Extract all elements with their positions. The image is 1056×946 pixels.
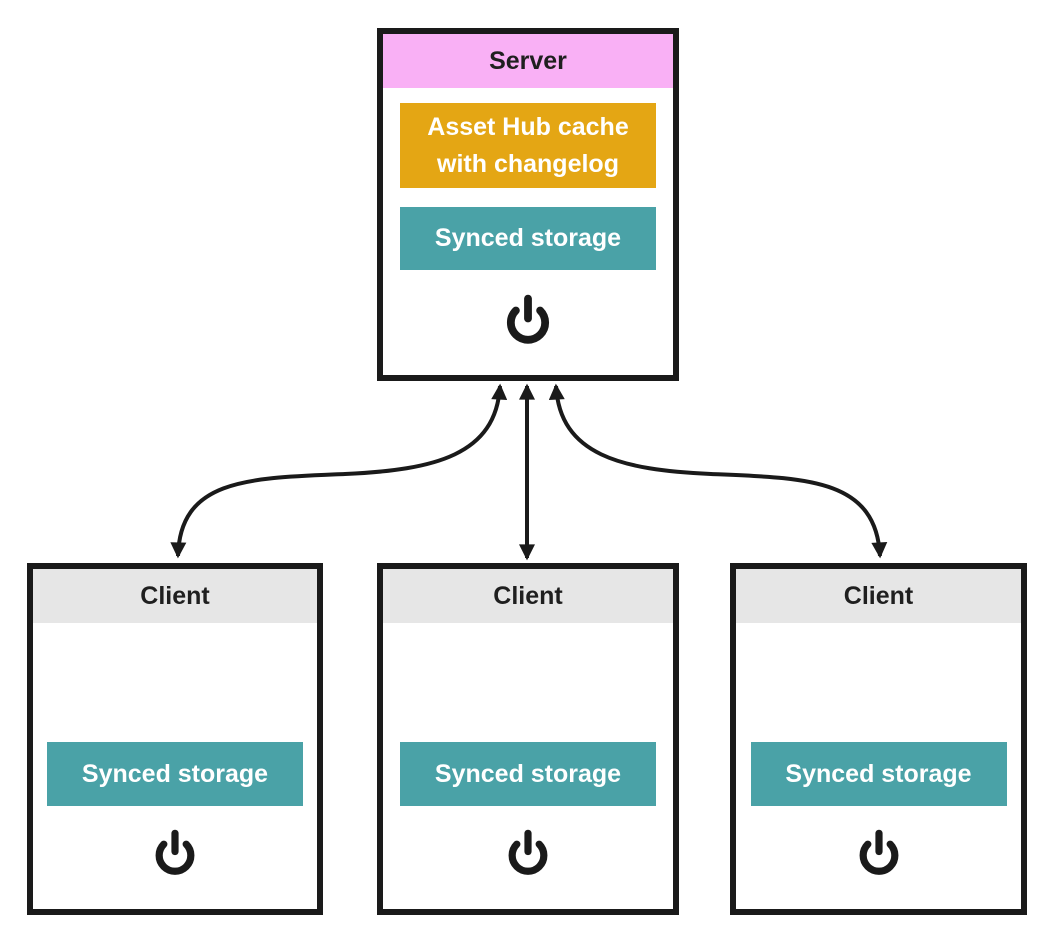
client-synced-storage-label: Synced storage (81, 759, 269, 788)
server-synced-storage-module: Synced storage (400, 207, 656, 270)
server-title: Server (489, 46, 567, 75)
client-synced-storage-label: Synced storage (785, 759, 972, 788)
server-power-icon (502, 294, 554, 346)
client-power-icon (151, 829, 199, 877)
client-power-icon (855, 829, 903, 877)
client-synced-storage-module: Synced storage (400, 742, 656, 806)
sync-arrow-right (548, 383, 888, 559)
client-box-1: Client Synced storage (27, 563, 323, 915)
client-title: Client (493, 581, 563, 610)
asset-hub-cache-module: Asset Hub cache with changelog (400, 103, 656, 188)
client-box-2: Client Synced storage (377, 563, 679, 915)
client-header: Client (383, 569, 673, 623)
client-synced-storage-module: Synced storage (750, 742, 1007, 806)
server-header: Server (383, 34, 673, 88)
client-synced-storage-label: Synced storage (434, 759, 622, 788)
sync-arrow-left (170, 383, 508, 559)
client-power-icon (504, 829, 552, 877)
client-synced-storage-module: Synced storage (47, 742, 303, 806)
client-title: Client (140, 581, 210, 610)
client-title: Client (843, 581, 914, 610)
client-box-3: Client Synced storage (730, 563, 1027, 915)
asset-hub-cache-label: Asset Hub cache with changelog (427, 112, 629, 178)
client-header: Client (33, 569, 317, 623)
server-synced-storage-label: Synced storage (434, 224, 622, 252)
client-header: Client (736, 569, 1021, 623)
server-box: Server Asset Hub cache with changelog Sy… (377, 28, 679, 381)
